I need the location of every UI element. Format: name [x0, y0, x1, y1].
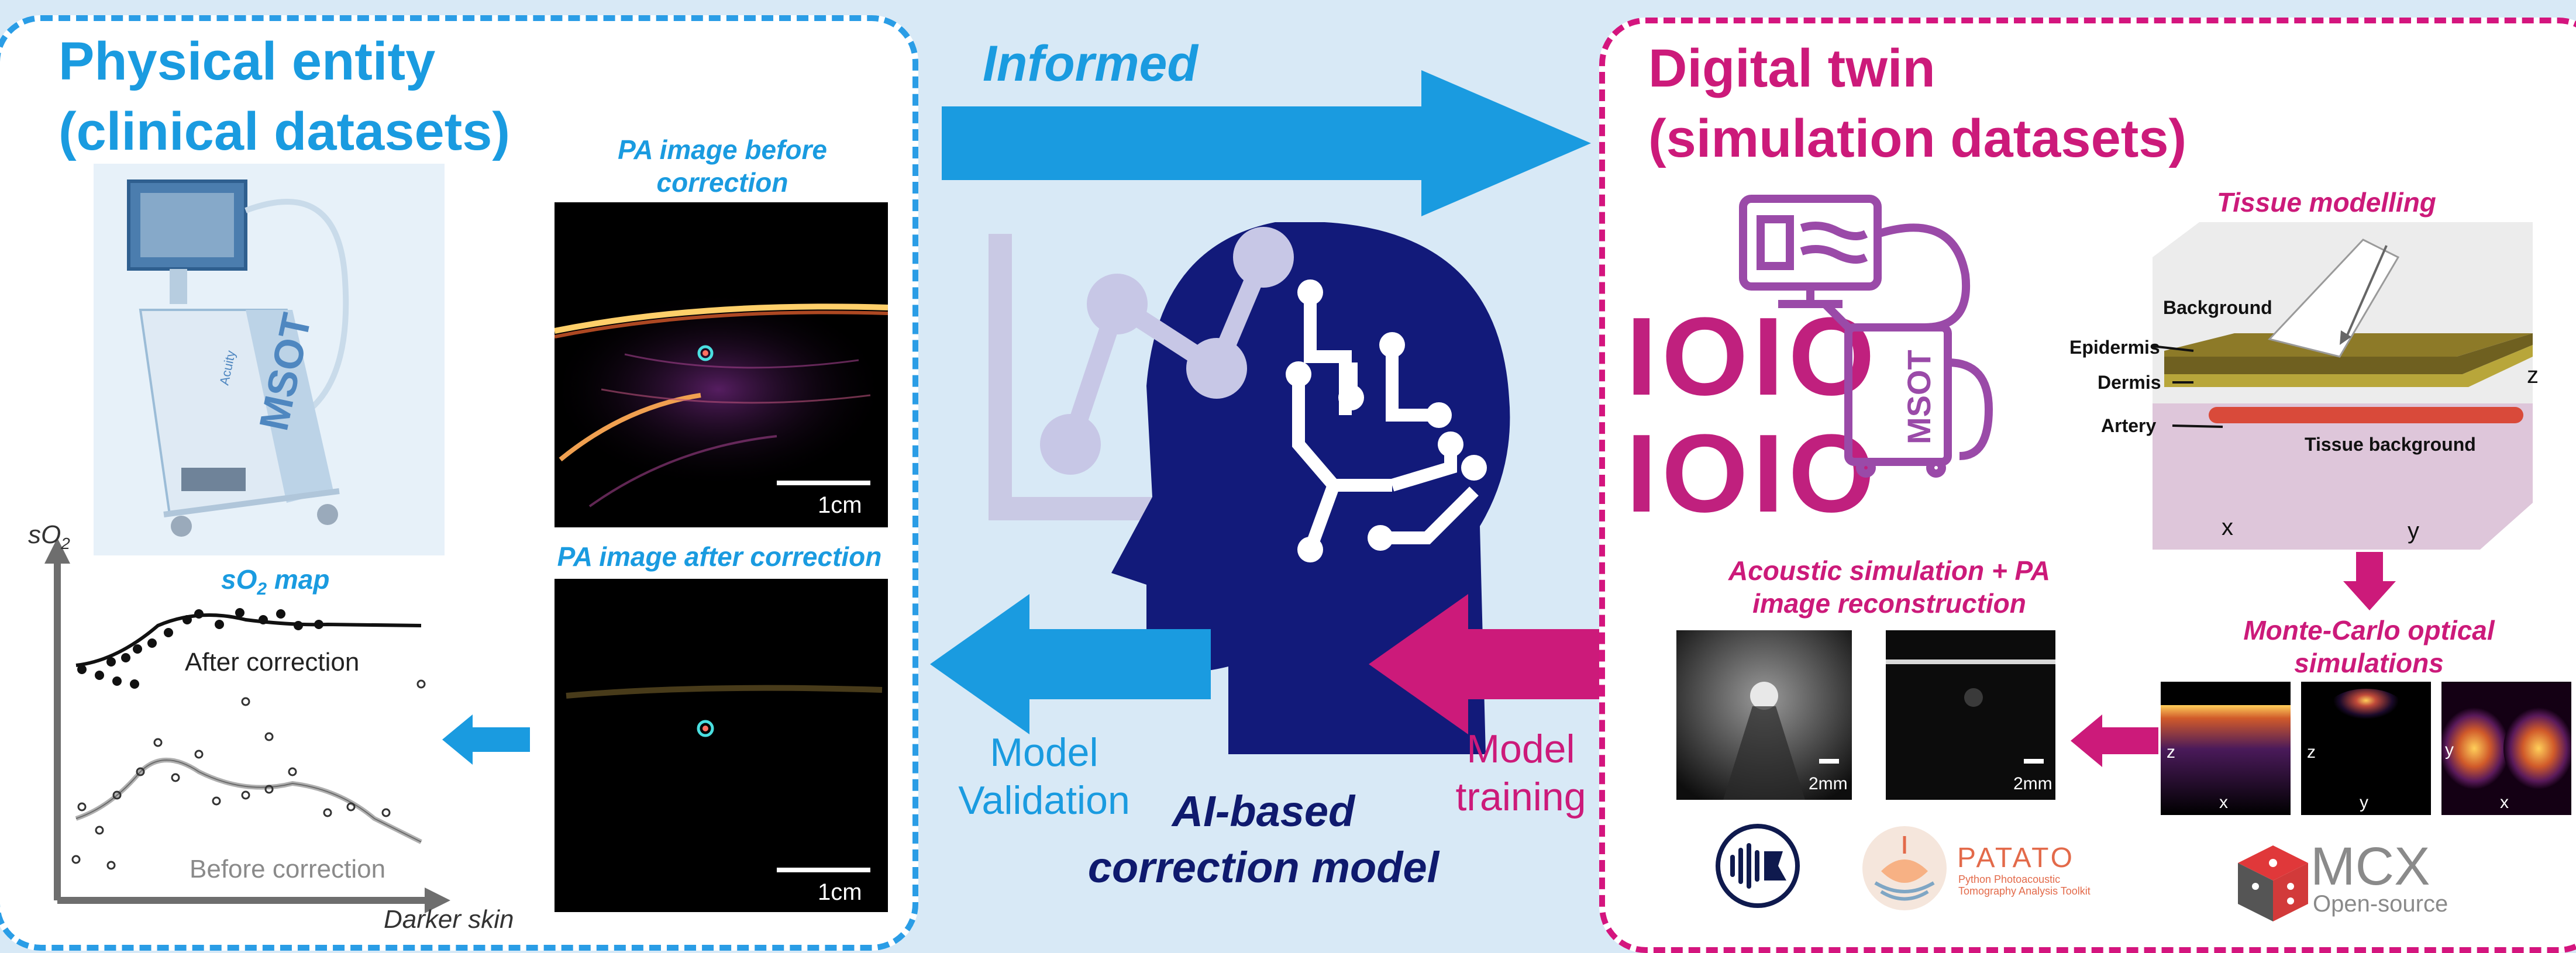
model-training-line1: Model — [1466, 727, 1575, 771]
so2-map-title-sub: 2 — [257, 579, 267, 599]
mc2-axis-h: y — [2360, 793, 2368, 812]
after-correction-label: After correction — [185, 648, 360, 676]
mc-caption-line1: Monte-Carlo optical — [2243, 615, 2495, 645]
so2-map-title-rest: map — [267, 564, 330, 595]
label-artery: Artery — [2101, 415, 2157, 436]
scale-bar-2mm-1 — [1819, 759, 1839, 764]
pa-after-caption: PA image after correction — [557, 541, 882, 572]
ai-head-icon — [989, 222, 1510, 754]
acoustic-sim-image-2: 2mm — [1886, 630, 2055, 800]
pa-image-after: 1cm — [555, 579, 888, 912]
model-validation-arrow — [930, 594, 1211, 734]
ai-model-line1: AI-based — [1172, 787, 1355, 835]
acoustic-caption: Acoustic simulation + PA image reconstru… — [1685, 554, 2094, 620]
scale-bar-2mm-2 — [2024, 759, 2044, 764]
label-background: Background — [2163, 297, 2272, 318]
model-validation-line1: Model — [990, 730, 1098, 775]
patato-name: PATATO — [1957, 842, 2075, 873]
acoustic-toolkit-logo — [1716, 824, 1800, 908]
mc-caption: Monte-Carlo optical simulations — [2211, 614, 2527, 679]
mc-sim-texture-1 — [2161, 705, 2291, 815]
twin-device-brand: MSOT — [1900, 350, 1937, 444]
twin-device-icon: MSOT — [1739, 195, 1993, 478]
physical-title-line1: Physical entity — [58, 32, 436, 91]
y-axis-label: sO2 — [28, 520, 70, 553]
model-validation-line2: Validation — [958, 778, 1130, 823]
twin-title-line2: (simulation datasets) — [1648, 109, 2187, 168]
tissue-axis-y: y — [2408, 518, 2419, 544]
mc1-axis-v: z — [2167, 743, 2175, 762]
mc3-axis-v: y — [2445, 740, 2454, 759]
scale-label-after: 1cm — [818, 879, 862, 905]
patato-logo-mark — [1862, 826, 1947, 910]
arrow-down-pink — [2343, 552, 2396, 610]
mc-sim-image-2: z y — [2301, 682, 2431, 815]
tissue-axis-x: x — [2222, 515, 2233, 540]
mcx-sub: Open-source — [2313, 891, 2448, 917]
scale-bar-after — [777, 868, 870, 872]
tissue-axis-z: z — [2527, 362, 2539, 388]
so2-map-chart — [44, 538, 450, 913]
mc-sim-texture-3 — [2439, 682, 2574, 815]
model-training-label: Model training — [1439, 725, 1603, 821]
pa-before-caption-line1: PA image before — [618, 134, 827, 165]
patato-sub1: Python Photoacoustic — [1958, 873, 2061, 885]
patato-sub2: Tomography Analysis Toolkit — [1958, 885, 2091, 897]
mc-sim-image-3: y x — [2439, 682, 2574, 815]
model-training-line2: training — [1455, 775, 1586, 819]
mc3-axis-h: x — [2500, 793, 2509, 812]
mc2-axis-v: z — [2307, 743, 2316, 762]
tissue-label-pointers — [2153, 345, 2223, 428]
pa-after-texture — [566, 685, 883, 737]
model-training-arrow — [1369, 594, 1644, 734]
label-dermis: Dermis — [2098, 372, 2161, 393]
so2-map-title: sO2 map — [221, 564, 329, 599]
arrow-mc-to-acoustic — [2071, 714, 2158, 767]
tissue-modelling-title: Tissue modelling — [2217, 187, 2436, 217]
pa-image-before: 1cm — [549, 202, 888, 527]
acoustic-sim-texture-2 — [1886, 630, 2055, 800]
mc-sim-texture-2 — [2301, 682, 2431, 815]
label-epidermis: Epidermis — [2069, 337, 2160, 358]
y-axis-label-sub: 2 — [61, 534, 70, 553]
x-axis-label: Darker skin — [384, 905, 514, 934]
so2-map-title-text: sO — [221, 564, 257, 595]
twin-title-line1: Digital twin — [1648, 39, 1936, 98]
pa-before-caption-line2: correction — [656, 167, 788, 198]
mc-caption-line2: simulations — [2294, 648, 2444, 678]
msot-device-illustration: MSOT Acuity — [94, 164, 445, 555]
mc-sim-image-1: z x — [2161, 682, 2291, 815]
binary-line2: IOIO — [1626, 412, 1880, 536]
acoustic-sim-image-1: 2mm — [1676, 630, 1852, 800]
mcx-dice-logo — [2238, 845, 2308, 921]
acoustic-caption-line2: image reconstruction — [1752, 588, 2026, 619]
acoustic-caption-line1: Acoustic simulation + PA — [1728, 555, 2050, 586]
acoustic-sim-texture-1 — [1676, 630, 1852, 800]
scale-label-2mm-2: 2mm — [2013, 774, 2052, 793]
y-axis-label-text: sO — [28, 520, 61, 549]
informed-label: Informed — [983, 36, 1198, 92]
scale-label-2mm-1: 2mm — [1809, 774, 1848, 793]
pa-before-texture — [549, 290, 888, 507]
label-tissue-background: Tissue background — [2305, 434, 2476, 455]
arrow-to-map — [442, 714, 530, 765]
physical-title-line2: (clinical datasets) — [58, 102, 511, 161]
scale-label-before: 1cm — [818, 492, 862, 518]
model-validation-label: Model Validation — [936, 728, 1152, 824]
mc1-axis-h: x — [2219, 793, 2228, 812]
before-correction-label: Before correction — [190, 855, 386, 883]
ai-model-label: AI-based correction model — [1041, 783, 1486, 896]
mcx-name: MCX — [2310, 837, 2430, 896]
informed-arrow — [942, 70, 1591, 216]
scale-bar-before — [777, 481, 870, 485]
pa-before-caption: PA image before correction — [544, 133, 901, 199]
tissue-model-diagram — [2153, 222, 2533, 550]
ai-model-line2: correction model — [1087, 843, 1439, 892]
